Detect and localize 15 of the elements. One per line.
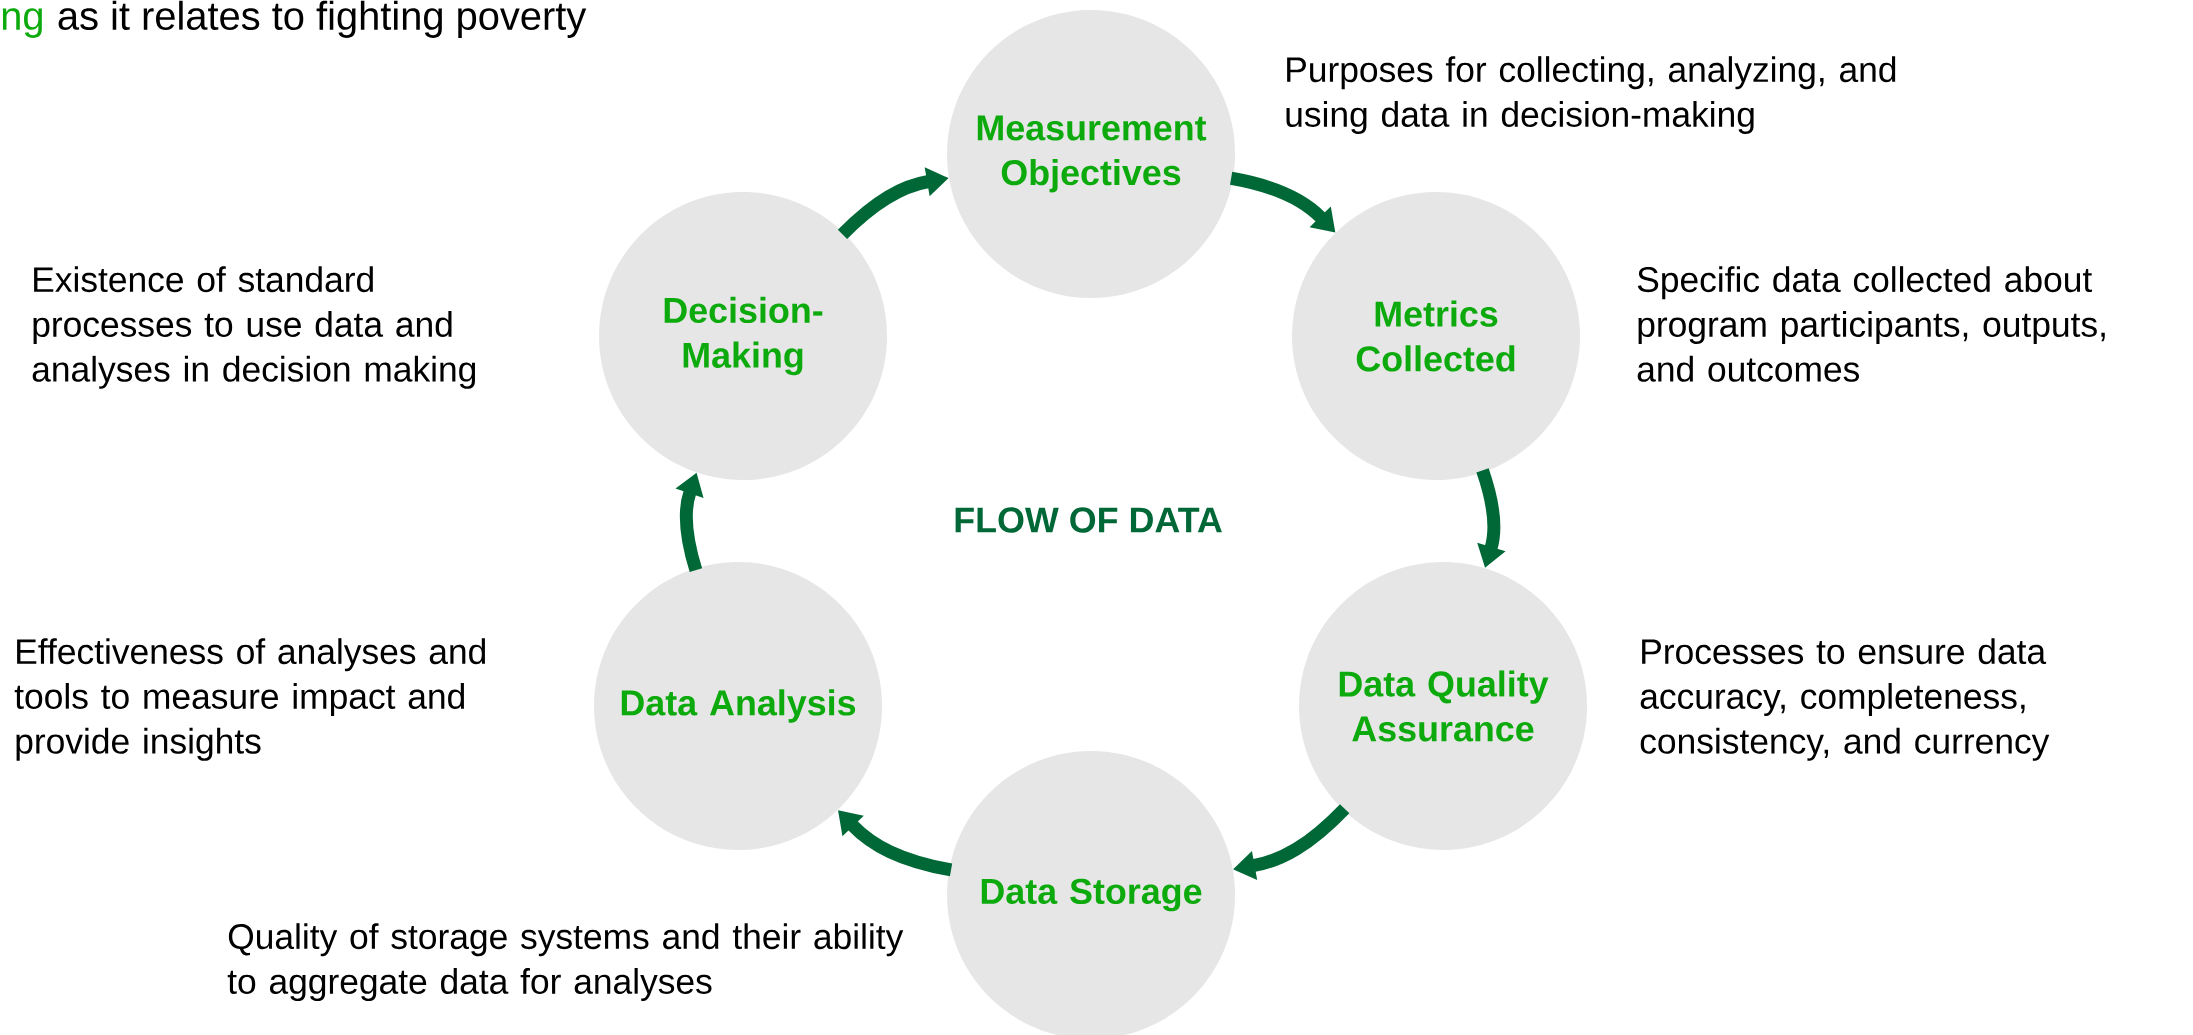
circle-node: Data Quality Assurance	[1299, 562, 1587, 850]
description-text: Existence of standard processes to use data and analyses in decision making	[32, 266, 476, 389]
description-text: Specific data collected about program participants, outputs, and outcomes	[1637, 266, 2105, 382]
arrow	[838, 810, 953, 877]
circle-node: Metrics Collected	[1292, 192, 1580, 480]
circle-node: Measurement Objectives	[947, 10, 1235, 298]
title-text: ng	[2, 8, 42, 38]
circle-node: Data Analysis	[594, 562, 882, 850]
center-label: FLOW OF DATA	[955, 507, 1222, 533]
description-text: Purposes for collecting, analyzing, and using data in decision-making	[1286, 56, 1896, 134]
description-text: Quality of storage systems and their ability to aggregate data for analyses	[227, 923, 904, 1001]
description-text: Effectiveness of analyses and tools to measure impact and provide insights	[14, 638, 485, 761]
description-text: Processes to ensure data accuracy, completeness, consistency, and currency	[1640, 638, 2050, 761]
circle-node: Decision-Making	[599, 192, 887, 480]
title-text: as it relates to fighting poverty	[58, 0, 587, 38]
